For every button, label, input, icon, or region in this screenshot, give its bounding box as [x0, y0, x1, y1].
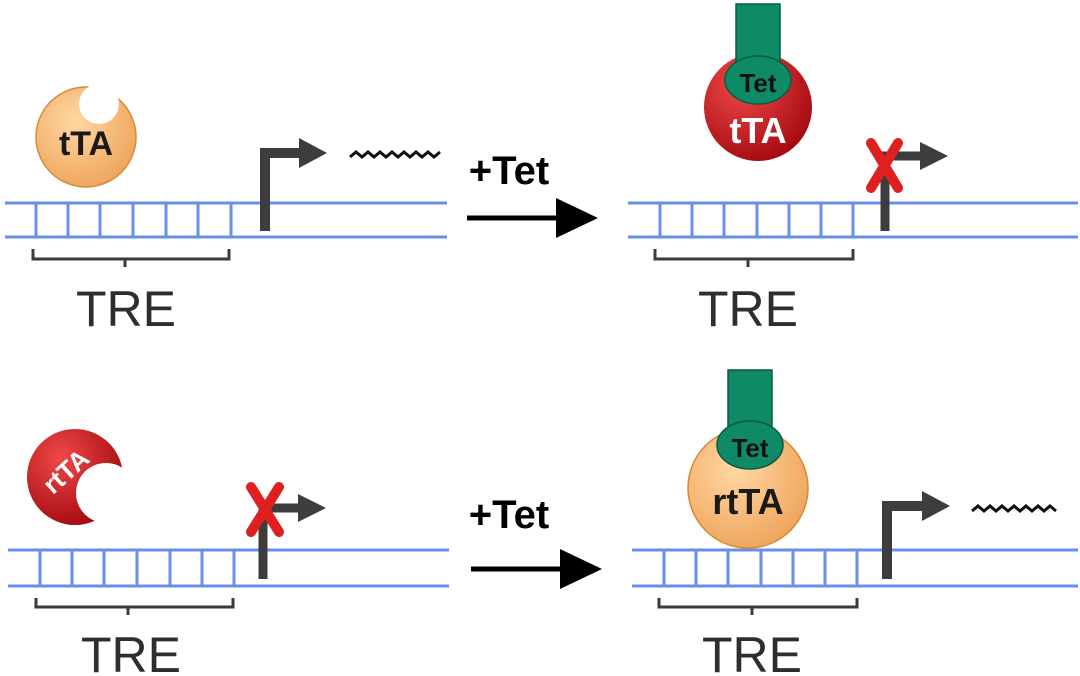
- dna-double-strand: [628, 201, 1078, 239]
- tre-label: TRE: [702, 627, 802, 676]
- rtta-label: rtTA: [712, 481, 783, 522]
- tta-open-pacman-icon: [35, 86, 137, 188]
- tre-bracket: [653, 249, 855, 267]
- panel-top-right: TRE Tet tTA: [628, 3, 1078, 337]
- transcription-blocked-x-icon: [246, 482, 284, 537]
- panel-bottom-left: TRE rtTA: [8, 429, 449, 676]
- tre-label: TRE: [81, 627, 181, 676]
- tet-molecule-icon: [716, 420, 784, 470]
- mrna-transcript-icon: [971, 504, 1057, 513]
- tta-tet-complex: Tet tTA: [704, 3, 812, 161]
- panel-top-left: TRE tTA: [5, 86, 447, 337]
- tre-label: TRE: [698, 281, 798, 337]
- promoter-arrow-icon: [882, 491, 950, 579]
- tre-label: TRE: [76, 281, 176, 337]
- rtta-protein: rtTA: [27, 429, 123, 525]
- tet-addition-label: +Tet: [469, 493, 549, 537]
- panel-bottom-right: TRE Tet rtTA: [632, 369, 1078, 676]
- tet-addition-arrow-bottom: +Tet: [469, 493, 602, 589]
- rtta-tet-complex: Tet rtTA: [687, 369, 809, 549]
- tet-addition-label: +Tet: [469, 149, 549, 193]
- tre-bracket: [31, 249, 231, 267]
- tet-molecule-icon: [724, 55, 792, 105]
- tet-label: Tet: [731, 433, 768, 463]
- tta-label: tTA: [59, 125, 113, 163]
- promoter-arrow-icon: [260, 138, 327, 231]
- tet-addition-arrow-top: +Tet: [467, 149, 598, 238]
- tta-label: tTA: [729, 110, 786, 151]
- dna-double-strand: [632, 548, 1078, 588]
- dna-double-strand: [5, 201, 447, 239]
- tet-label: Tet: [739, 68, 776, 98]
- tta-protein: tTA: [35, 86, 137, 188]
- tre-bracket: [34, 598, 235, 615]
- tre-bracket: [657, 598, 859, 615]
- rtta-pacman-icon: [27, 429, 123, 525]
- mrna-transcript-icon: [349, 150, 441, 159]
- transcription-blocked-x-icon: [866, 138, 903, 193]
- dna-double-strand: [8, 548, 449, 588]
